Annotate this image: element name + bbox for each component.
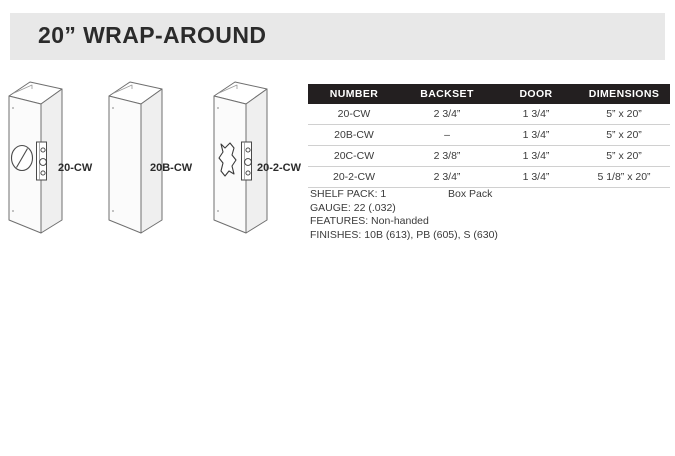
spec-line-shelf-pack: SHELF PACK: 1 Box Pack: [310, 188, 498, 202]
column-header-number: NUMBER: [308, 84, 400, 104]
column-header-backset: BACKSET: [400, 84, 494, 104]
cell-backset: 2 3/4”: [400, 166, 494, 188]
cell-door: 1 3/4”: [494, 145, 578, 167]
cell-dimensions: 5 1/8” x 20”: [578, 166, 670, 188]
cell-number: 20C-CW: [308, 145, 400, 167]
cell-number: 20-CW: [308, 104, 400, 125]
spec-finishes: FINISHES: 10B (613), PB (605), S (630): [310, 228, 498, 241]
table-header-row: NUMBER BACKSET DOOR DIMENSIONS: [308, 84, 670, 104]
wrap-around-plate-cylinder-icon: [8, 81, 63, 234]
latch-faceplate-detail: [36, 141, 47, 181]
cell-dimensions: 5” x 20”: [578, 145, 670, 167]
wrap-around-plate-lever-icon: [213, 81, 268, 234]
table-row: 20-2-CW 2 3/4” 1 3/4” 5 1/8” x 20”: [308, 166, 670, 188]
cell-dimensions: 5” x 20”: [578, 124, 670, 146]
product-illustrations: 20-CW 20B-CW: [0, 70, 305, 250]
table-row: 20C-CW 2 3/8” 1 3/4” 5” x 20”: [308, 145, 670, 167]
spec-line-features: FEATURES: Non-handed: [310, 215, 498, 229]
lever-cutout-detail: [218, 142, 237, 177]
spec-shelf-pack: SHELF PACK: 1: [310, 188, 387, 200]
spec-gauge: GAUGE: 22 (.032): [310, 201, 396, 214]
specification-list: SHELF PACK: 1 Box Pack GAUGE: 22 (.032) …: [310, 188, 498, 242]
cell-number: 20B-CW: [308, 124, 400, 146]
column-header-door: DOOR: [494, 84, 578, 104]
spec-box-pack: Box Pack: [448, 188, 493, 200]
column-header-dimensions: DIMENSIONS: [578, 84, 670, 104]
cell-door: 1 3/4”: [494, 124, 578, 146]
cylinder-hole-detail: [10, 144, 34, 172]
wrap-around-plate-blank-icon: [108, 81, 163, 234]
cell-backset: –: [400, 124, 494, 146]
illustration-20-cw: 20-CW: [0, 70, 110, 250]
cell-backset: 2 3/8”: [400, 145, 494, 167]
illustration-label-20-2-cw: 20-2-CW: [257, 162, 302, 174]
cell-number: 20-2-CW: [308, 166, 400, 188]
cell-door: 1 3/4”: [494, 166, 578, 188]
latch-faceplate-detail: [241, 141, 252, 181]
specification-table: NUMBER BACKSET DOOR DIMENSIONS 20-CW 2 3…: [308, 84, 670, 188]
illustration-label-20b-cw: 20B-CW: [150, 162, 193, 174]
page-title: 20” WRAP-AROUND: [38, 22, 267, 48]
cell-dimensions: 5” x 20”: [578, 104, 670, 125]
illustration-20b-cw: 20B-CW: [100, 70, 210, 250]
spec-features: FEATURES: Non-handed: [310, 215, 429, 227]
table-body: 20-CW 2 3/4” 1 3/4” 5” x 20” 20B-CW – 1 …: [308, 104, 670, 188]
illustration-label-20-cw: 20-CW: [58, 162, 93, 174]
spec-line-gauge: GAUGE: 22 (.032): [310, 202, 498, 216]
spec-line-finishes: FINISHES: 10B (613), PB (605), S (630): [310, 229, 498, 243]
table-header: NUMBER BACKSET DOOR DIMENSIONS: [308, 84, 670, 104]
cell-door: 1 3/4”: [494, 104, 578, 125]
cell-backset: 2 3/4”: [400, 104, 494, 125]
table-row: 20B-CW – 1 3/4” 5” x 20”: [308, 124, 670, 146]
table-row: 20-CW 2 3/4” 1 3/4” 5” x 20”: [308, 104, 670, 125]
title-band: 20” WRAP-AROUND: [10, 13, 665, 60]
illustration-20-2-cw: 20-2-CW: [205, 70, 315, 250]
